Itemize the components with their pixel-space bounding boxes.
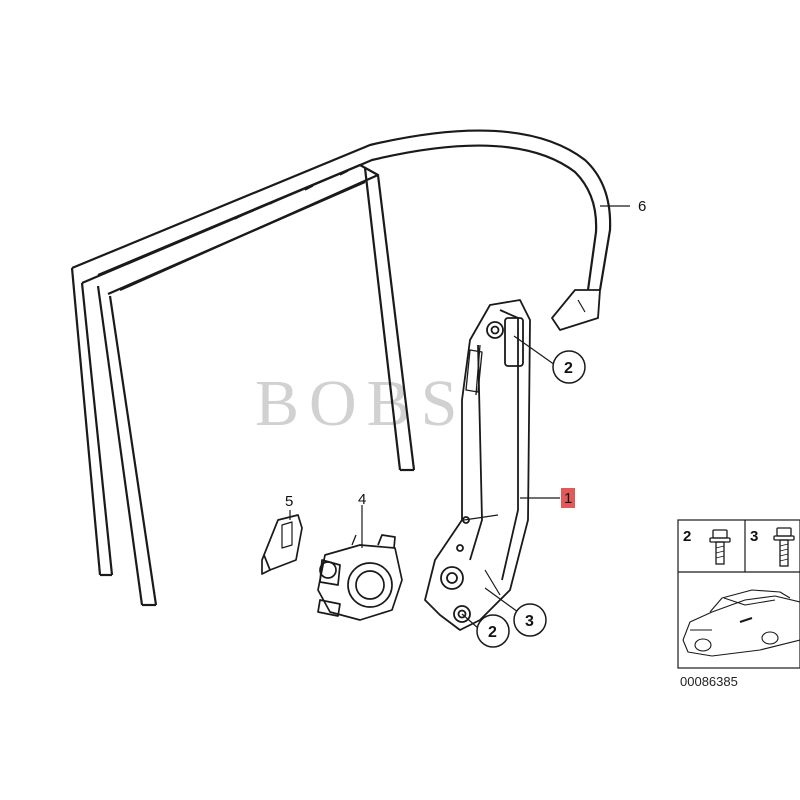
window-motor	[317, 534, 403, 621]
bolt-icon	[709, 529, 731, 565]
callout-bolt-top: 2	[564, 360, 573, 377]
connector	[261, 514, 303, 575]
inset-box: 2 3	[677, 519, 800, 669]
callout-screw-bottom-circle	[513, 603, 547, 637]
watermark-text: BOBS	[255, 367, 467, 440]
callout-motor: 4	[358, 491, 366, 508]
callout-bolt-top-circle	[552, 350, 586, 384]
callout-regulator: 1	[564, 490, 572, 507]
inset-label-bolt: 2	[683, 528, 691, 545]
screw-icon	[773, 527, 795, 567]
car-silhouette-icon	[682, 589, 800, 657]
callout-connector: 5	[285, 493, 293, 510]
leader-lines	[289, 205, 630, 629]
callout-regulator-highlight	[561, 488, 575, 508]
window-channel-seal	[70, 129, 612, 607]
callout-bolt-bottom-circle	[476, 614, 510, 648]
inset-label-screw: 3	[750, 528, 758, 545]
window-regulator	[424, 299, 531, 631]
callout-frame-seal: 6	[638, 198, 646, 215]
callout-screw-bottom: 3	[525, 613, 534, 630]
diagram-code: 00086385	[680, 674, 738, 689]
callout-bolt-bottom: 2	[488, 624, 497, 641]
